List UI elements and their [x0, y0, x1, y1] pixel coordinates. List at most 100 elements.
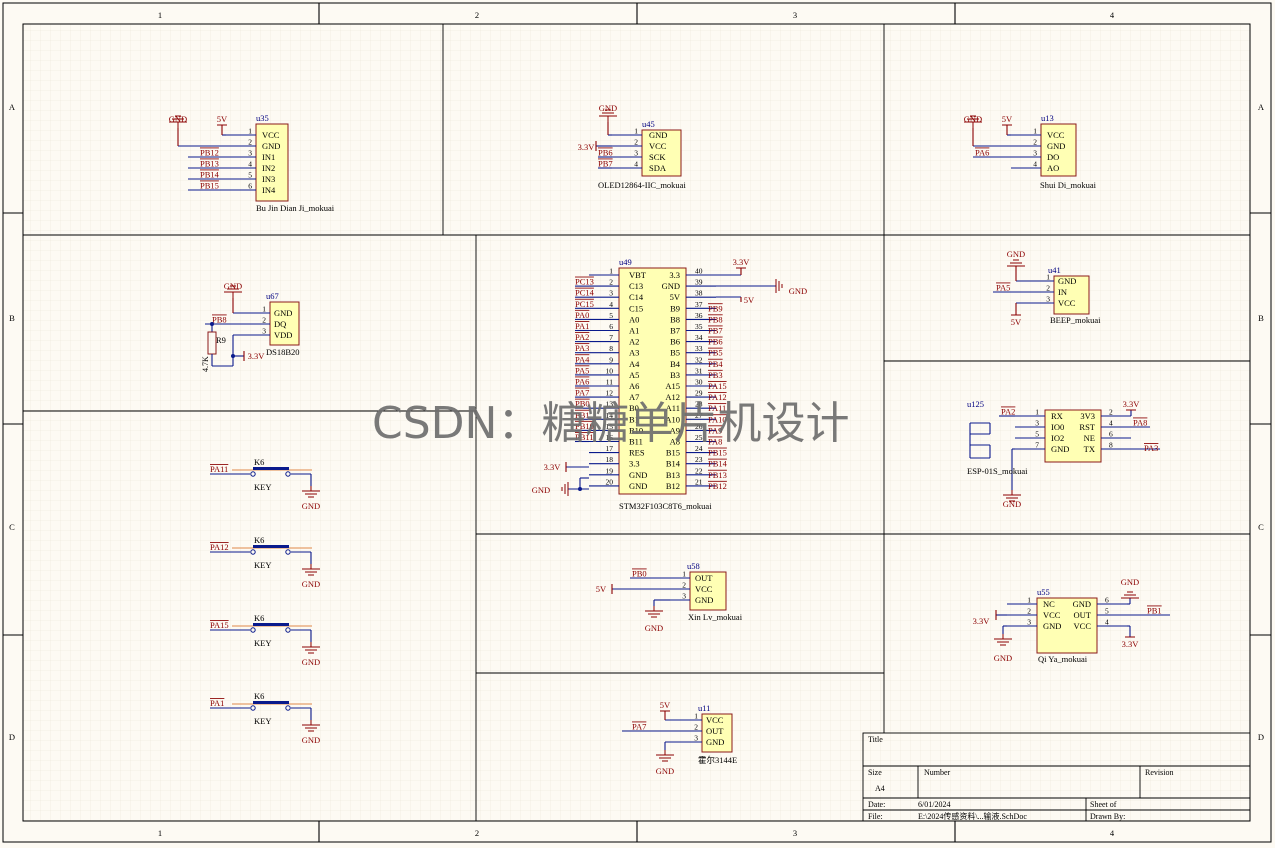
pin-number: 15 — [606, 422, 614, 431]
pin-number: 3 — [248, 149, 252, 158]
power-label: GND — [645, 623, 663, 633]
designator: u58 — [687, 561, 700, 571]
zone-row-label: A — [1258, 102, 1265, 112]
pin-number: 35 — [695, 322, 703, 331]
pin-number: 2 — [609, 278, 613, 287]
title-label: Title — [868, 735, 883, 744]
watermark: CSDN：糖糖单片机设计 — [372, 398, 849, 449]
designator: u41 — [1048, 265, 1061, 275]
net-label: PB7 — [598, 159, 613, 169]
pin-number: 5 — [1035, 430, 1039, 439]
pin-name: VBT — [629, 270, 647, 280]
component-name: Qi Ya_mokuai — [1038, 654, 1088, 664]
key-plunger — [253, 545, 289, 548]
net-label: PA6 — [575, 377, 589, 387]
zone-column-label: 2 — [475, 10, 479, 20]
pin-name: IN4 — [262, 185, 276, 195]
designator: u49 — [619, 257, 632, 267]
pin-name: A0 — [629, 314, 639, 324]
power-label: GND — [532, 485, 550, 495]
power-label: 3.3V — [544, 462, 562, 472]
pin-number: 3 — [634, 149, 638, 158]
power-label: 3.3V — [973, 616, 991, 626]
net-label: PA11 — [708, 403, 726, 413]
power-label: GND — [302, 657, 320, 667]
net-label: PA12 — [708, 392, 727, 402]
pin-number: 4 — [1033, 160, 1037, 169]
pin-number: 1 — [1046, 273, 1050, 282]
pin-name: B9 — [670, 303, 680, 313]
key-ref: K6 — [254, 613, 264, 623]
zone-column-label: 2 — [475, 828, 479, 838]
key-plunger — [253, 623, 289, 626]
net-label: PA7 — [575, 388, 589, 398]
pin-name: B5 — [670, 348, 680, 358]
pin-number: 10 — [606, 366, 614, 375]
pin-number: 1 — [694, 712, 698, 721]
net-label: PA1 — [575, 321, 589, 331]
resistor-value: 4.7K — [201, 356, 210, 372]
key-contact — [250, 627, 256, 633]
pin-name: A2 — [629, 337, 639, 347]
pin-number: 3 — [694, 734, 698, 743]
net-label: PB0 — [632, 569, 647, 579]
zone-row-label: B — [9, 313, 15, 323]
component-name: DS18B20 — [266, 347, 300, 357]
pin-number: 29 — [695, 389, 703, 398]
net-label: PB13 — [200, 159, 219, 169]
pin-number: 1 — [1033, 127, 1037, 136]
pin-number: 4 — [1105, 618, 1109, 627]
u58-body — [689, 571, 727, 611]
pin-number: 7 — [1035, 441, 1039, 450]
net-label: PA8 — [708, 437, 722, 447]
component-name: 霍尔3144E — [698, 755, 737, 765]
power-label: GND — [169, 114, 187, 124]
date-label: Date: — [868, 800, 885, 809]
u125-body — [1044, 409, 1102, 463]
zone-row-label: C — [9, 522, 15, 532]
file-value: E:\2024传感资料\...输液.SchDoc — [918, 811, 1027, 821]
pin-number: 11 — [606, 378, 613, 387]
zone-row-label: A — [9, 102, 16, 112]
power-label: GND — [994, 653, 1012, 663]
pin-number: 23 — [695, 455, 703, 464]
zone-column-label: 4 — [1110, 10, 1115, 20]
pin-number: 4 — [248, 160, 252, 169]
size-label: Size — [868, 768, 882, 777]
key-contact — [250, 705, 256, 711]
net-label: PA1 — [210, 698, 224, 708]
component-name: ESP-01S_mokuai — [967, 466, 1028, 476]
power-label: GND — [1121, 577, 1139, 587]
pin-name: GND — [262, 141, 280, 151]
pin-number: 6 — [248, 182, 252, 191]
pin-number: 3 — [1033, 149, 1037, 158]
component-name: BEEP_mokuai — [1050, 315, 1101, 325]
component-name: Xin Lv_mokuai — [688, 612, 743, 622]
pin-name: A15 — [665, 381, 680, 391]
pin-number: 12 — [606, 389, 614, 398]
pin-name: B6 — [670, 337, 680, 347]
zone-column-label: 3 — [793, 828, 797, 838]
sheet-label: Sheet of — [1090, 800, 1117, 809]
pin-number: 30 — [695, 378, 703, 387]
pin-name: 3V3 — [1080, 411, 1095, 421]
power-label: 5V — [1002, 114, 1013, 124]
net-label: PC14 — [575, 288, 595, 298]
net-label: PB15 — [708, 448, 727, 458]
pin-name: A8 — [670, 437, 680, 447]
designator: u35 — [256, 113, 269, 123]
net-label: PB7 — [708, 326, 723, 336]
pin-name: B15 — [666, 448, 680, 458]
u35-body — [255, 123, 289, 202]
net-label: PA5 — [575, 365, 589, 375]
pin-name: B14 — [666, 459, 681, 469]
component-name: Shui Di_mokuai — [1040, 180, 1097, 190]
designator: u55 — [1037, 587, 1050, 597]
pin-number: 20 — [606, 477, 614, 486]
pin-name: GND — [1047, 141, 1065, 151]
pin-number: 2 — [682, 581, 686, 590]
net-label: PB12 — [708, 481, 727, 491]
